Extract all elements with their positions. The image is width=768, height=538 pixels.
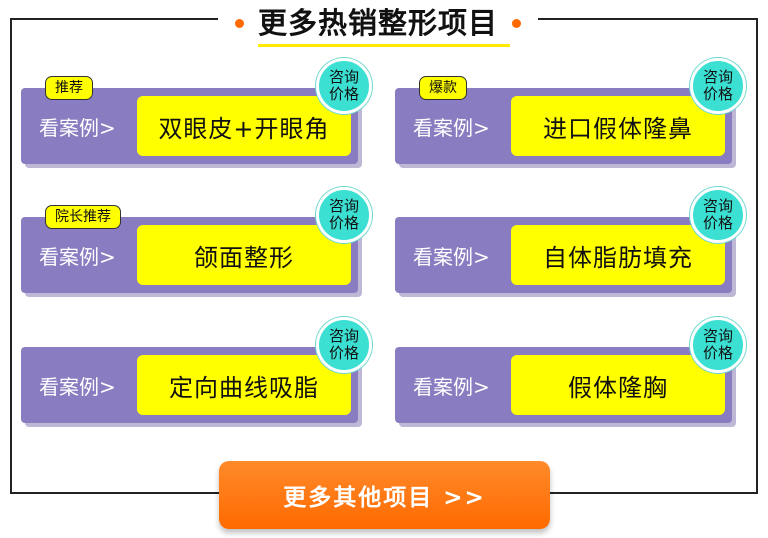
consult-label: 咨询 bbox=[328, 327, 359, 345]
right-dot-icon bbox=[512, 18, 521, 28]
project-name[interactable]: 自体脂肪填充 bbox=[511, 225, 725, 285]
card-tag: 推荐 bbox=[45, 76, 93, 100]
left-dot-icon bbox=[234, 18, 244, 28]
consult-price-badge[interactable]: 咨询 价格 bbox=[316, 58, 372, 114]
consult-label: 咨询 bbox=[328, 68, 359, 86]
card-tag: 院长推荐 bbox=[45, 205, 121, 229]
see-cases-link[interactable]: 看案例> bbox=[39, 245, 116, 269]
project-card-nose-implant[interactable]: 爆款 看案例> 进口假体隆鼻 咨询 价格 bbox=[395, 58, 746, 164]
consult-label: 咨询 bbox=[702, 197, 733, 215]
see-cases-link[interactable]: 看案例> bbox=[413, 245, 490, 269]
project-name[interactable]: 定向曲线吸脂 bbox=[137, 355, 351, 415]
section-title: 更多热销整形项目 bbox=[252, 5, 511, 47]
project-name[interactable]: 颌面整形 bbox=[137, 225, 351, 285]
card-tag: 爆款 bbox=[419, 76, 467, 100]
consult-price-badge[interactable]: 咨询 价格 bbox=[316, 187, 372, 243]
see-cases-link[interactable]: 看案例> bbox=[413, 116, 490, 140]
consult-price-badge[interactable]: 咨询 价格 bbox=[690, 187, 746, 243]
price-label: 价格 bbox=[702, 344, 733, 362]
consult-price-badge[interactable]: 咨询 价格 bbox=[690, 58, 746, 114]
section-header: 更多热销整形项目 bbox=[218, 2, 538, 47]
consult-label: 咨询 bbox=[702, 327, 733, 345]
price-label: 价格 bbox=[702, 214, 733, 232]
see-cases-link[interactable]: 看案例> bbox=[39, 116, 116, 140]
consult-price-badge[interactable]: 咨询 价格 bbox=[690, 317, 746, 373]
price-label: 价格 bbox=[328, 344, 359, 362]
project-name[interactable]: 假体隆胸 bbox=[511, 355, 725, 415]
project-card-double-eyelid[interactable]: 推荐 看案例> 双眼皮+开眼角 咨询 价格 bbox=[21, 58, 372, 164]
consult-price-badge[interactable]: 咨询 价格 bbox=[316, 317, 372, 373]
price-label: 价格 bbox=[702, 85, 733, 103]
project-name[interactable]: 双眼皮+开眼角 bbox=[137, 96, 351, 156]
project-card-fat-grafting[interactable]: 看案例> 自体脂肪填充 咨询 价格 bbox=[395, 187, 746, 293]
see-cases-link[interactable]: 看案例> bbox=[39, 375, 116, 399]
project-card-jaw-face[interactable]: 院长推荐 看案例> 颌面整形 咨询 价格 bbox=[21, 187, 372, 293]
consult-label: 咨询 bbox=[328, 197, 359, 215]
more-projects-button[interactable]: 更多其他项目 >> bbox=[219, 461, 550, 529]
see-cases-link[interactable]: 看案例> bbox=[413, 375, 490, 399]
consult-label: 咨询 bbox=[702, 68, 733, 86]
project-card-breast-implant[interactable]: 看案例> 假体隆胸 咨询 价格 bbox=[395, 317, 746, 423]
project-name[interactable]: 进口假体隆鼻 bbox=[511, 96, 725, 156]
price-label: 价格 bbox=[328, 85, 359, 103]
price-label: 价格 bbox=[328, 214, 359, 232]
project-card-liposuction[interactable]: 看案例> 定向曲线吸脂 咨询 价格 bbox=[21, 317, 372, 423]
